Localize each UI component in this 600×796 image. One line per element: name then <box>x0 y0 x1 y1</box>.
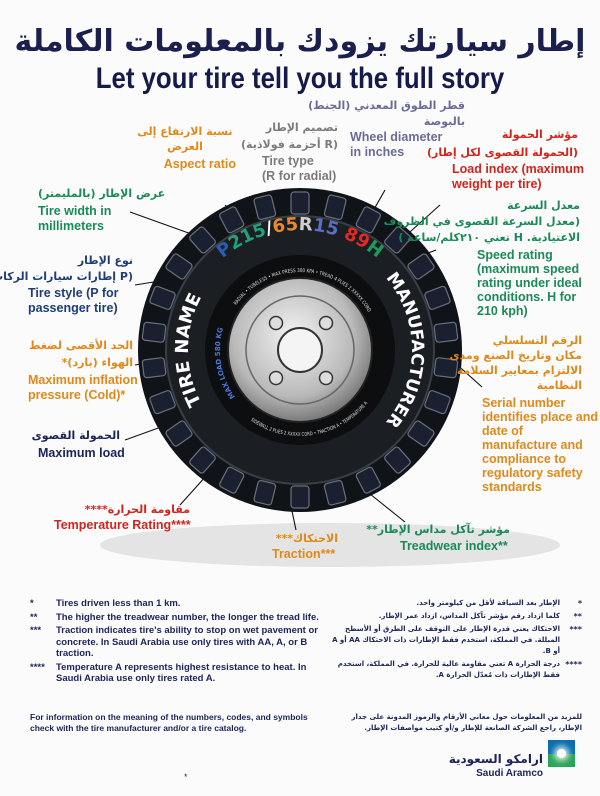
tire-style-en2: passenger tire) <box>28 301 118 315</box>
tread-block <box>253 479 277 506</box>
max-load-ar: الحمولة القصوى <box>31 429 120 442</box>
load-index-en1: Load index (maximum <box>452 162 584 176</box>
treadwear-en: Treadwear index** <box>400 539 508 553</box>
title-arabic: إطار سيارتك يزودك بالمعلومات الكاملة <box>14 24 586 59</box>
tread-block <box>424 390 451 415</box>
load-index-ar1: مؤشر الحمولة <box>501 128 578 141</box>
max-inflation-ar2: الهواء (بارد)* <box>61 356 133 369</box>
max-inflation-en1: Maximum inflation <box>28 373 138 387</box>
tread-block <box>141 357 167 379</box>
tread-block <box>219 206 245 234</box>
info-english: For information on the meaning of the nu… <box>30 712 308 733</box>
wheel-diameter-ar1: قطر الطوق المعدني (الجنط) <box>308 99 465 112</box>
tread-block <box>433 357 459 379</box>
footnote: ***الاحتكاك يعني قدرة الإطار على التوقف … <box>332 625 582 655</box>
tread-block <box>407 420 435 447</box>
lug-nut <box>318 370 334 386</box>
tread-block <box>165 253 193 280</box>
footnote: ****Temperature A represents highest res… <box>30 661 307 685</box>
footnote: ***Traction indicates tire's ability to … <box>30 625 318 659</box>
footnotes-arabic: *الإطار بعد السياقة لأقل من كيلومتر واحد… <box>332 598 582 683</box>
aspect-ratio-ar: نسبة الارتفاع إلى العرض <box>137 125 233 153</box>
title-english: Let your tire tell you the full story <box>95 62 505 95</box>
size-type: R <box>298 214 313 236</box>
tread-block <box>290 485 310 509</box>
tread-block <box>189 226 216 254</box>
tire-diagram: TIRE NAME MANUFACTURER P215/65R15 89H RA… <box>100 188 560 567</box>
tread-block <box>384 446 411 474</box>
lug-nut <box>268 370 284 386</box>
serial-en: Serial number identifies place and date … <box>482 396 599 494</box>
tread-block <box>141 321 167 343</box>
wheel-diameter-ar2: بالبوصة <box>423 115 465 128</box>
footnote: **The higher the treadwear number, the l… <box>30 611 319 623</box>
bottom-mark: * <box>184 772 188 782</box>
temperature-en: Temperature Rating**** <box>54 518 191 532</box>
tread-block <box>355 466 381 494</box>
wheel-diameter-en1: Wheel diameter <box>350 130 443 144</box>
tire-style-ar2: (P إطارات سيارات الركاب) <box>0 270 133 283</box>
treadwear-ar: مؤشر تآكل مداس الإطار** <box>366 523 510 536</box>
tread-block <box>433 321 459 343</box>
tread-block <box>165 420 193 447</box>
tire-width-ar: عرض الإطار (بالمليمتر) <box>38 187 166 200</box>
tread-block <box>253 194 277 221</box>
serial-ar1: الرقم التسلسلي <box>492 334 582 347</box>
tread-block <box>189 446 216 474</box>
serial-ar4: النظامية <box>536 379 582 392</box>
max-inflation-en2: pressure (Cold)* <box>28 388 126 402</box>
aspect-ratio-en: Aspect ratio <box>163 157 236 171</box>
tire-shadow <box>100 523 560 567</box>
speed-rating-en: Speed rating (maximum speed rating under… <box>477 248 582 318</box>
logo-english: Saudi Aramco <box>476 768 543 779</box>
wheel-diameter-en2: in inches <box>350 145 405 159</box>
load-index-ar2: (الحمولة القصوى لكل إطار) <box>426 146 578 159</box>
logo-arabic: ارامكو السعودية <box>448 752 543 766</box>
max-inflation-ar1: الحد الأقصى لضغط <box>29 339 133 352</box>
footnote: **كلما ازداد رقم مؤشر تآكل المداس، ازداد… <box>378 612 582 621</box>
size-slash: / <box>263 217 275 239</box>
load-index-en2: weight per tire) <box>452 177 542 191</box>
tread-block <box>290 191 310 215</box>
info-arabic: للمزيد من المعلومات حول معاني الأرقام وا… <box>351 713 582 732</box>
temperature-ar: مقاومة الحرارة**** <box>84 503 190 516</box>
speed-rating-ar1: معدل السرعة <box>507 199 580 212</box>
lug-nut <box>268 315 284 331</box>
serial-ar2: مكان وتاريخ الصنع ومدى <box>449 349 582 362</box>
wheel-hub <box>277 327 323 373</box>
tire-style-ar1: نوع الإطار <box>77 254 133 267</box>
tread-block <box>323 194 347 221</box>
tread-block <box>355 206 381 234</box>
traction-ar: الاحتكاك*** <box>275 532 338 545</box>
footnote: *Tires driven less than 1 km. <box>30 598 181 609</box>
tread-block <box>323 479 347 506</box>
tire-type-en1: Tire type <box>262 154 314 168</box>
size-aspect: 65 <box>271 214 299 238</box>
footnotes-english: *Tires driven less than 1 km. **The high… <box>30 598 320 687</box>
tire-width-en1: Tire width in <box>38 204 112 218</box>
tread-blocks <box>141 191 459 509</box>
tire-style-en1: Tire style (P for <box>28 286 119 300</box>
footnote: ****درجة الحرارة A تعني مقاومة عالية للح… <box>337 660 582 679</box>
speed-rating-ar3: الاعتيادية. H تعني ٢١٠كلم/ساعة ) <box>398 231 580 244</box>
speed-rating-ar2: (معدل السرعة القصوى في الظروف <box>383 215 580 228</box>
traction-en: Traction*** <box>272 547 336 561</box>
tread-block <box>149 390 176 415</box>
tread-block <box>384 226 411 254</box>
max-load-en: Maximum load <box>38 446 125 460</box>
tire-type-ar1: تصميم الإطار <box>265 121 338 134</box>
tire-type-ar2: (R أحزمة فولاذية) <box>241 138 338 151</box>
aramco-logo-icon <box>548 740 575 767</box>
footnote: *الإطار بعد السياقة لأقل من كيلومتر واحد… <box>416 599 582 608</box>
tire-width-en2: millimeters <box>38 219 105 233</box>
serial-ar3: الالتزام بمعايير السلامة <box>456 364 582 377</box>
tire-size-code: P215/65R15 89H <box>213 214 387 262</box>
lug-nut <box>318 315 334 331</box>
tread-block <box>219 466 245 494</box>
tread-block <box>149 285 176 310</box>
tire-type-en2: (R for radial) <box>262 169 337 183</box>
tread-block <box>407 253 435 280</box>
tread-block <box>424 285 451 310</box>
